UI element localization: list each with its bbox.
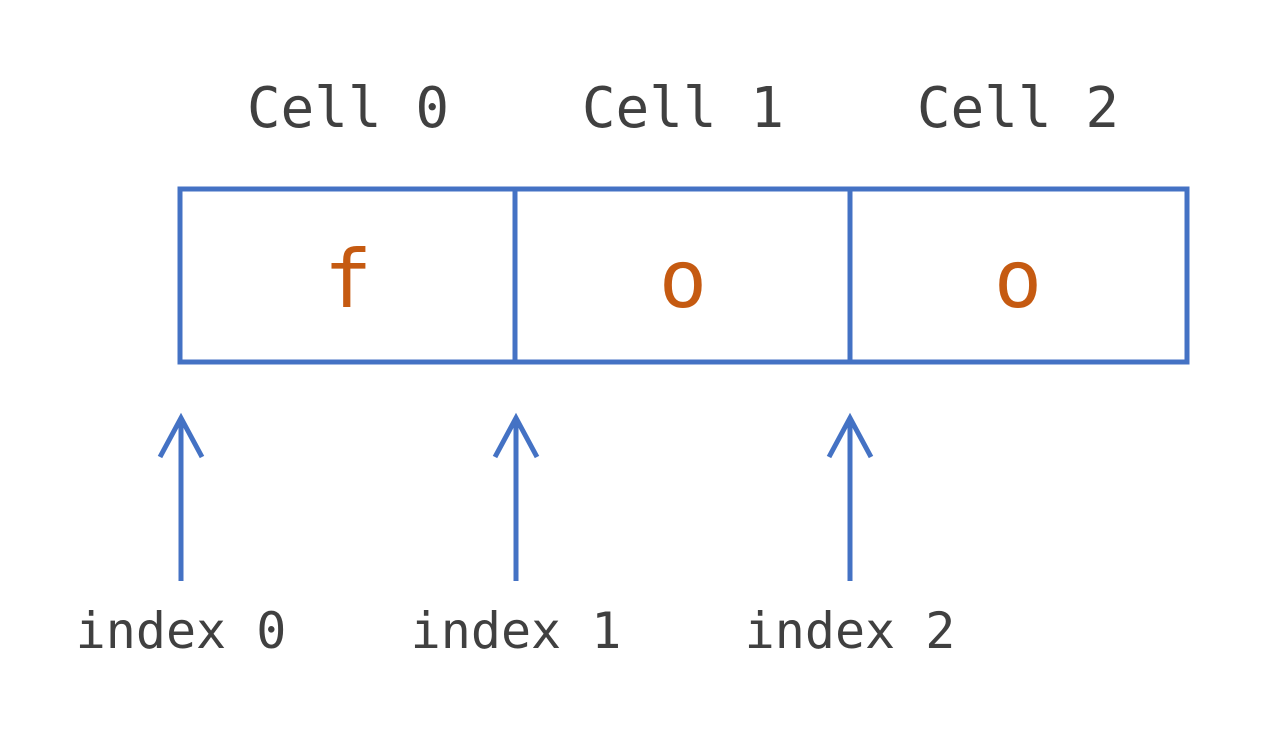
cell-value-0: f	[324, 233, 372, 326]
index-label-1: index 1	[411, 602, 622, 660]
cell-header-1: Cell 1	[582, 76, 784, 141]
cell-box-2	[847, 186, 1190, 365]
index-arrow-2	[826, 412, 874, 581]
cell-header-2: Cell 2	[917, 76, 1119, 141]
index-arrow-1	[492, 412, 540, 581]
cell-value-2: o	[994, 233, 1042, 326]
index-label-0: index 0	[76, 602, 287, 660]
index-arrow-0	[157, 412, 205, 581]
index-label-2: index 2	[745, 602, 956, 660]
cell-header-0: Cell 0	[247, 76, 449, 141]
cell-value-1: o	[659, 233, 707, 326]
